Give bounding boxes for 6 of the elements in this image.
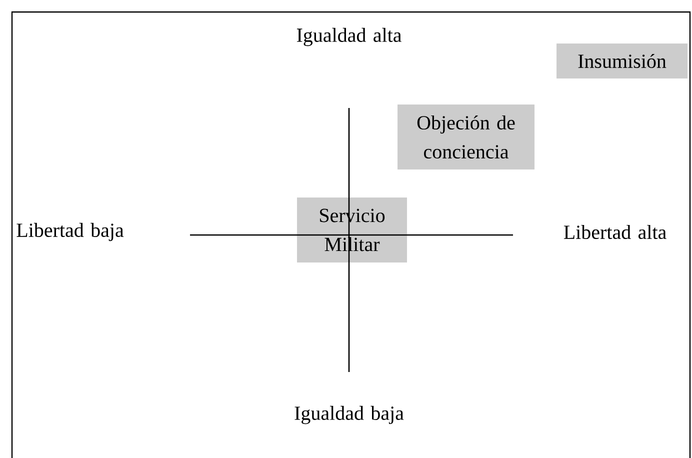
axis-label: Libertad baja <box>16 222 124 242</box>
axis-label: Libertad alta <box>564 224 666 240</box>
axis-label: Igualdad alta <box>296 28 402 46</box>
quadrant-box: Insumisión <box>556 44 688 78</box>
quadrant-box: Objeción de conciencia <box>398 104 534 170</box>
axis-label: Igualdad baja <box>294 406 404 424</box>
